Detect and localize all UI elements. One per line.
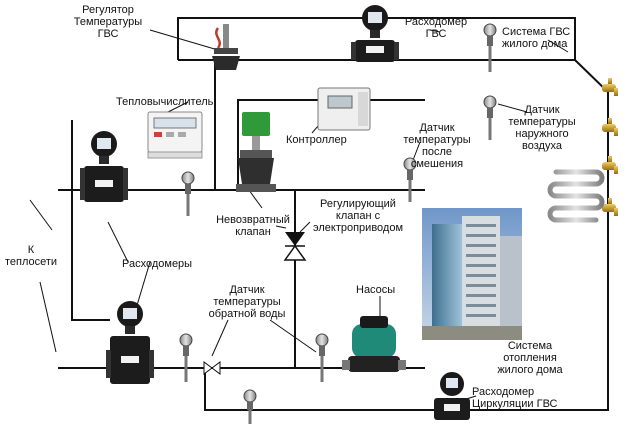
temp-sensor-gvs: [483, 23, 497, 72]
label-return-line3: обратной воды: [208, 308, 286, 320]
label-return-line2: температуры: [213, 296, 281, 308]
label-mixing-line1: Датчик: [419, 122, 455, 134]
residential-building-image: [422, 208, 522, 340]
label-pumps: Насосы: [356, 284, 396, 296]
label-outdoor-line4: воздуха: [522, 140, 562, 152]
label-outdoor-line1: Датчик: [524, 104, 560, 116]
regulator-gvs-valve: [212, 24, 240, 70]
label-regulator-gvs: Регулятор Температуры ГВС: [72, 4, 144, 40]
check-valve-symbol: [283, 232, 307, 261]
label-mixing-line4: смешения: [410, 158, 464, 170]
label-regulator-line3: ГВС: [97, 28, 119, 40]
towel-radiator-icon: [547, 169, 605, 223]
label-to-network: К теплосети: [2, 244, 60, 268]
label-controller: Контроллер: [286, 134, 347, 146]
label-system-gvs: Система ГВС жилого дома: [502, 26, 570, 50]
label-flowmeter-gvs: Расходомер ГВС: [404, 16, 468, 40]
heat-computer-device: [147, 111, 203, 159]
label-circulation-line2: Циркуляции ГВС: [472, 398, 558, 410]
label-flowmeter-gvs-line2: ГВС: [425, 28, 447, 40]
temp-sensor-supply: [181, 171, 195, 216]
label-heating-line1: Система: [507, 340, 553, 352]
flowmeter-circulation: [434, 372, 470, 420]
label-control-valve-line2: клапан с: [335, 210, 381, 222]
label-control-valve-line1: Регулирующий: [320, 198, 396, 210]
flowmeter-return: [106, 301, 154, 384]
label-to-network-line1: К: [27, 244, 35, 256]
temp-sensor-mixing: [403, 157, 417, 202]
label-circulation-flowmeter: Расходомер Циркуляции ГВС: [472, 386, 558, 410]
label-mixing-line3: после: [421, 146, 453, 158]
label-system-gvs-line2: жилого дома: [502, 38, 568, 50]
temp-sensor-circulation: [243, 389, 257, 424]
flowmeter-gvs: [351, 5, 399, 62]
circulation-pump: [342, 316, 406, 372]
label-heating-line2: отопления: [503, 352, 557, 364]
temp-sensor-return-right: [315, 333, 329, 382]
label-mixing-sensor: Датчик температуры после смешения: [402, 122, 472, 170]
label-control-valve: Регулирующий клапан с электроприводом: [310, 198, 406, 234]
faucet-icons: [602, 78, 618, 216]
label-outdoor-sensor: Датчик температуры наружного воздуха: [508, 104, 576, 152]
label-check-valve-line1: Невозвратный: [216, 214, 290, 226]
signal-lines: [29, 29, 569, 405]
label-heat-computer: Тепловычислитель: [116, 96, 214, 108]
label-return-sensor: Датчик температуры обратной воды: [200, 284, 294, 320]
control-valve-actuator: [236, 112, 276, 192]
label-return-line1: Датчик: [229, 284, 265, 296]
label-heating-system: Система отопления жилого дома: [494, 340, 566, 376]
label-heating-line3: жилого дома: [497, 364, 563, 376]
label-regulator-line1: Регулятор: [82, 4, 134, 16]
label-outdoor-line2: температуры: [508, 116, 576, 128]
label-circulation-line1: Расходомер: [472, 386, 535, 398]
flowmeter-supply: [80, 131, 128, 202]
label-check-valve: Невозвратный клапан: [214, 214, 292, 238]
controller-device: [317, 87, 371, 131]
gate-valve-symbol: [203, 361, 221, 375]
label-control-valve-line3: электроприводом: [312, 222, 404, 234]
label-mixing-line2: температуры: [403, 134, 471, 146]
label-flowmeters: Расходомеры: [122, 258, 193, 270]
label-system-gvs-line1: Система ГВС: [502, 26, 571, 38]
label-to-network-line2: теплосети: [4, 256, 58, 268]
label-flowmeter-gvs-line1: Расходомер: [404, 16, 468, 28]
label-check-valve-line2: клапан: [235, 226, 271, 238]
temp-sensor-outdoor: [483, 95, 497, 140]
temp-sensor-return-left: [179, 333, 193, 382]
label-regulator-line2: Температуры: [73, 16, 143, 28]
label-outdoor-line3: наружного: [515, 128, 569, 140]
